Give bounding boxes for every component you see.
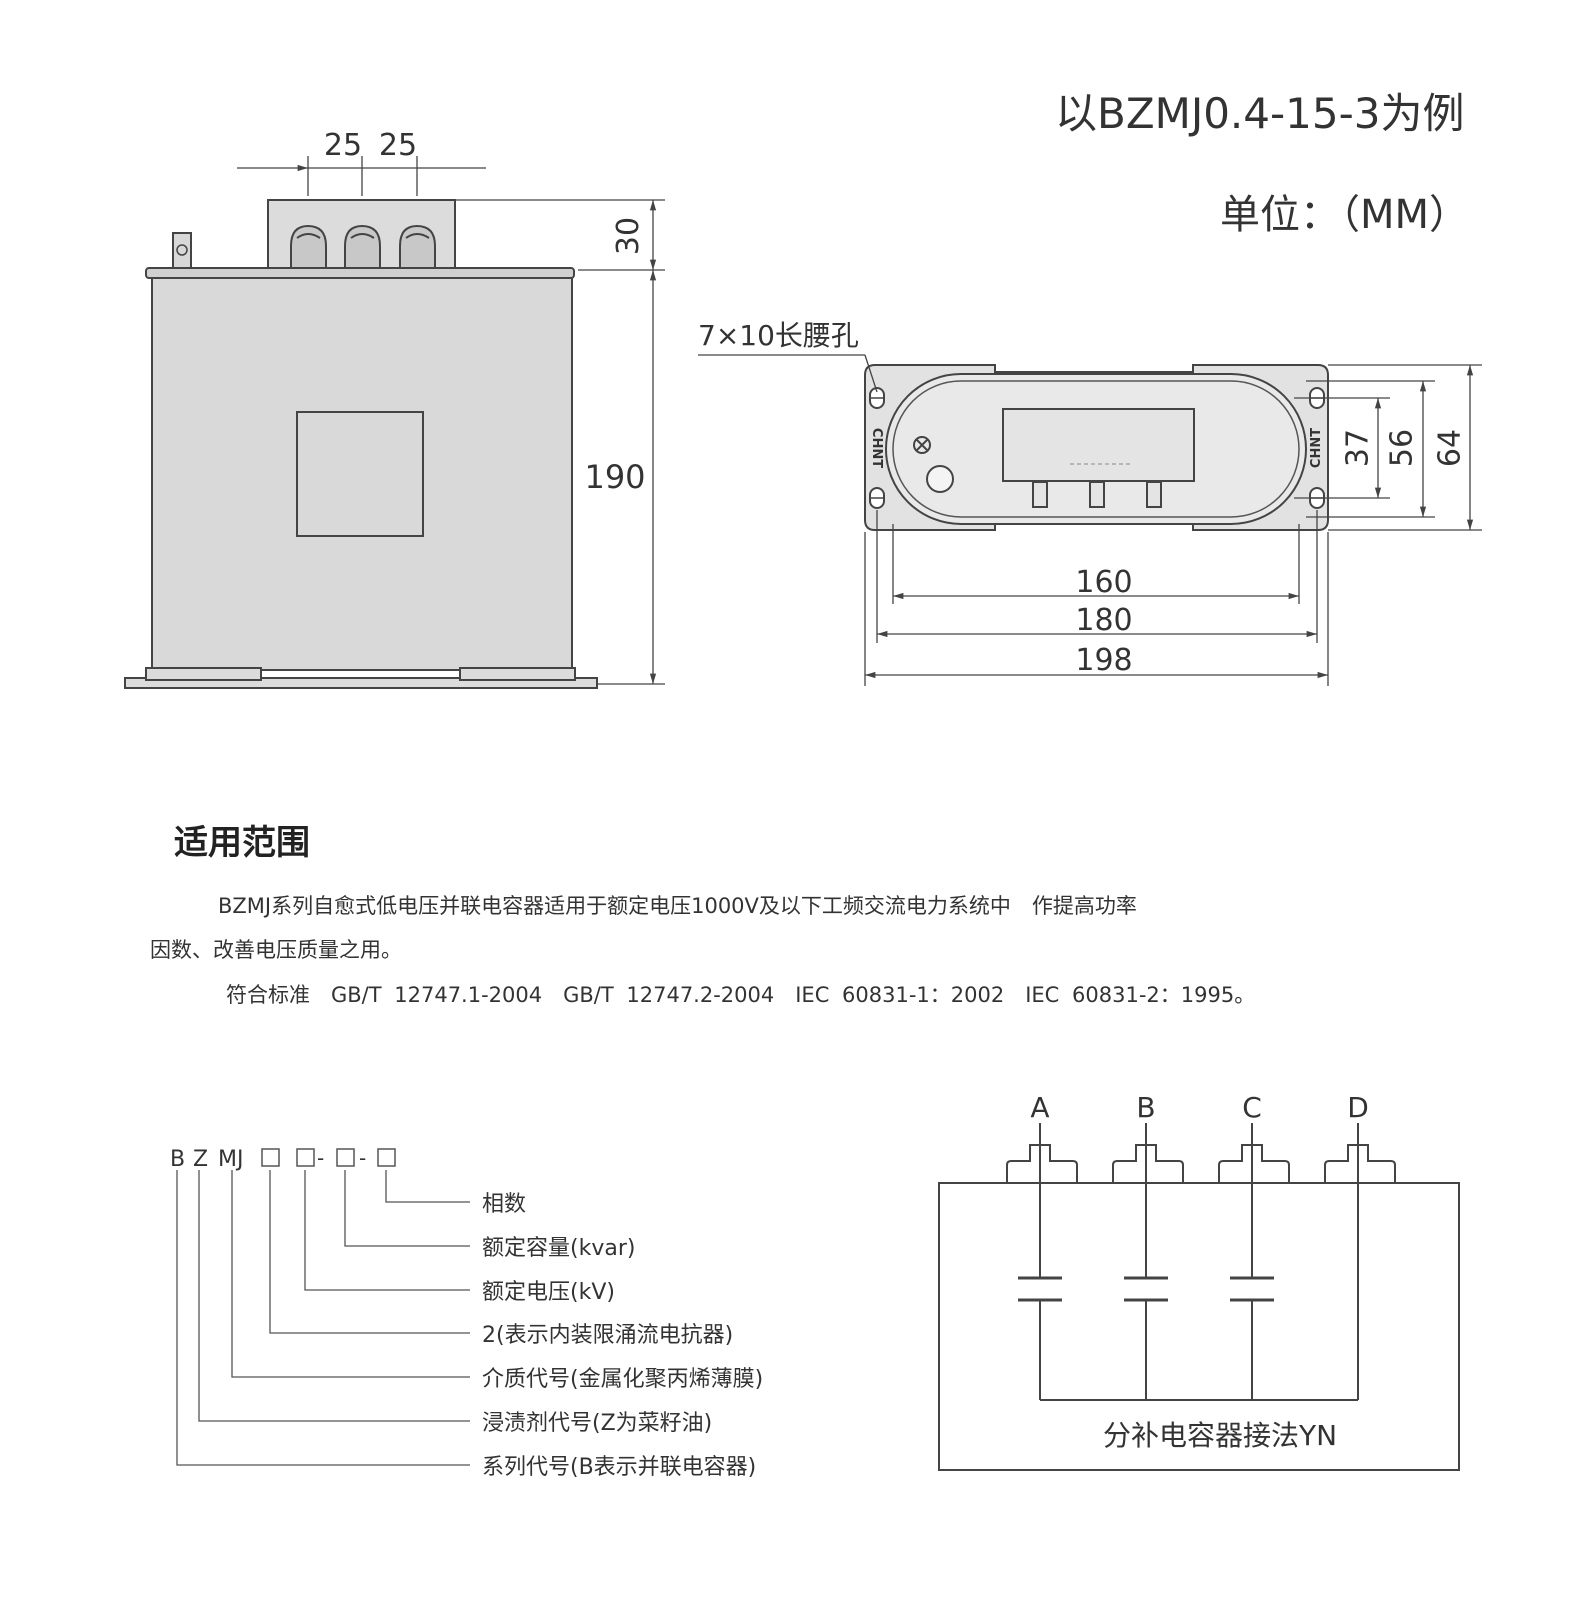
terminal-label-b: B <box>1136 1091 1155 1124</box>
code-label-capacity: 额定容量(kvar) <box>482 1236 635 1261</box>
wiring-diagram: A B C D 分补电容器接法YN <box>938 1091 1460 1471</box>
code-dash-2: - <box>359 1146 366 1170</box>
dim-body-height: 190 <box>584 458 645 496</box>
scope-heading: 适用范围 <box>174 823 310 863</box>
code-label-reactor: 2(表示内装限涌流电抗器) <box>482 1323 733 1348</box>
terminal-2 <box>344 224 381 271</box>
code-mj: MJ <box>218 1147 243 1172</box>
code-b: B <box>170 1147 185 1172</box>
dim-terminal-spacing-2: 25 <box>379 128 417 163</box>
code-label-dielectric: 介质代号(金属化聚丙烯薄膜) <box>482 1367 763 1392</box>
dim-depth-56: 56 <box>1385 429 1420 467</box>
capacitor-symbols <box>1018 1276 1274 1302</box>
scope-text-line-2: 因数、改善电压质量之用。 <box>150 938 402 962</box>
dim-terminal-spacing-1: 25 <box>324 128 362 163</box>
code-z: Z <box>193 1147 208 1172</box>
dim-width-198: 198 <box>1075 643 1132 678</box>
ground-bolt <box>172 232 192 270</box>
standards-text: 符合标准 GB/T 12747.1-2004 GB/T 12747.2-2004… <box>226 983 1256 1007</box>
wiring-caption: 分补电容器接法YN <box>1103 1419 1337 1452</box>
wiring-box <box>938 1182 1460 1471</box>
indicator-light <box>926 465 954 493</box>
ground-mark-icon <box>913 436 931 454</box>
code-label-phase: 相数 <box>482 1192 526 1217</box>
dim-width-160: 160 <box>1075 565 1132 600</box>
dim-terminal-height: 30 <box>611 217 646 255</box>
terminal-label-c: C <box>1242 1091 1262 1124</box>
scope-text-line-1: BZMJ系列自愈式低电压并联电容器适用于额定电压1000V及以下工频交流电力系统… <box>218 894 1137 918</box>
brand-right: CHNT <box>1309 428 1324 468</box>
code-label-voltage: 额定电压(kV) <box>482 1280 615 1305</box>
terminal-label-a: A <box>1030 1091 1049 1124</box>
dim-depth-64: 64 <box>1433 429 1468 467</box>
top-view: CHNT CHNT 7×10长腰孔 <box>698 319 1482 686</box>
base-plate <box>124 677 598 689</box>
terminal-cover <box>1002 408 1195 482</box>
code-label-impregnant: 浸渍剂代号(Z为菜籽油) <box>482 1411 712 1436</box>
code-label-series: 系列代号(B表示并联电容器) <box>482 1455 756 1480</box>
top-terminals <box>1032 481 1162 508</box>
code-dash-1: - <box>317 1146 324 1170</box>
model-code-diagram: B Z MJ - - 相数 额定容量(kvar) 额定电压(k <box>170 1146 763 1480</box>
front-view: 25 25 30 190 <box>124 128 665 689</box>
dim-depth-37: 37 <box>1341 429 1376 467</box>
nameplate <box>296 411 424 537</box>
terminal-1 <box>290 224 327 271</box>
example-model-title: 以BZMJ0.4-15-3为例 <box>1055 89 1465 138</box>
brand-left: CHNT <box>869 428 884 468</box>
lid <box>145 267 575 279</box>
unit-label: 单位：（MM） <box>1220 192 1470 238</box>
hole-label: 7×10长腰孔 <box>698 319 859 352</box>
terminal-3 <box>399 224 436 271</box>
terminal-label-d: D <box>1347 1091 1369 1124</box>
dim-width-180: 180 <box>1075 603 1132 638</box>
